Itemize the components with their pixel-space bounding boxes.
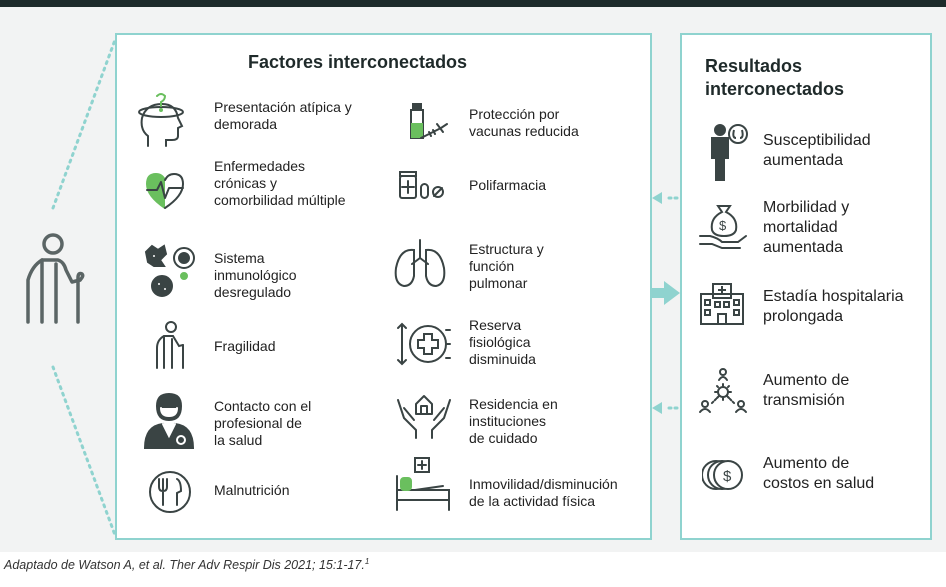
outcome-susceptibilidad: Susceptibilidad aumentada	[763, 132, 871, 169]
heart-pulse-icon	[143, 168, 188, 213]
factor-fragilidad: Fragilidad	[214, 338, 276, 354]
factor-reserva: Reserva fisiológica disminuida	[469, 317, 536, 367]
dotted-line-upper	[51, 38, 117, 210]
virus-transmission-icon	[697, 366, 749, 416]
care-home-hands-icon	[396, 390, 452, 440]
factor-vacunas: Protección por vacunas reducida	[469, 106, 579, 139]
outcomes-title-line1: Resultados	[705, 56, 803, 76]
elderly-person-icon	[151, 320, 191, 370]
factor-enfermedades: Enfermedades crónicas y comorbilidad múl…	[214, 158, 346, 208]
factor-presentacion: Presentación atípica y demorada	[214, 99, 352, 132]
svg-text:$: $	[719, 218, 727, 233]
caption-ref: 1	[364, 557, 370, 566]
main-arrow	[652, 281, 680, 305]
outcome-estadia: Estadía hospitalaria prolongada	[763, 288, 904, 325]
person-lungs-icon	[704, 122, 748, 182]
hospital-building-icon	[699, 280, 745, 326]
feedback-arrow-lower	[652, 402, 679, 414]
plate-cutlery-icon	[147, 469, 193, 515]
outcome-morbilidad: Morbilidad y mortalidad aumentada	[763, 199, 850, 256]
caption-text: Adaptado de Watson A, et al. Ther Adv Re…	[4, 558, 365, 573]
factor-polifarmacia: Polifarmacia	[469, 177, 547, 193]
factors-panel	[115, 33, 652, 540]
money-hand-icon: $	[698, 200, 748, 250]
factor-contacto: Contacto con el profesional de la salud	[214, 398, 312, 448]
top-bar	[0, 0, 946, 7]
outcome-transmision: Aumento de transmisión	[763, 372, 850, 409]
outcomes-title-line2: interconectados	[705, 79, 845, 99]
factors-title: Factores interconectados	[248, 52, 468, 72]
medical-cross-gauge-icon	[396, 320, 452, 368]
source-caption: Adaptado de Watson A, et al. Ther Adv Re…	[4, 557, 369, 572]
factor-residencia: Residencia en instituciones de cuidado	[469, 396, 558, 446]
feedback-arrow-upper	[652, 192, 679, 204]
coins-icon: $	[702, 455, 748, 495]
immune-cells-icon	[140, 240, 202, 302]
doctor-icon	[143, 392, 195, 450]
factor-estructura: Estructura y función pulmonar	[469, 241, 544, 291]
factor-malnutricion: Malnutrición	[214, 482, 290, 498]
svg-text:$: $	[723, 468, 732, 485]
outcome-costos: Aumento de costos en salud	[763, 455, 875, 492]
elderly-person-large-icon	[20, 232, 90, 327]
factor-sistema-inmunologico: Sistema inmunológico desregulado	[214, 250, 297, 300]
confused-head-icon	[134, 92, 192, 152]
factor-inmovilidad: Inmovilidad/disminución de la actividad …	[469, 476, 618, 509]
dotted-line-lower	[51, 365, 117, 537]
pills-icon	[398, 170, 448, 204]
lungs-icon	[392, 236, 448, 292]
vaccine-icon	[403, 102, 449, 148]
hospital-bed-icon	[393, 456, 453, 512]
